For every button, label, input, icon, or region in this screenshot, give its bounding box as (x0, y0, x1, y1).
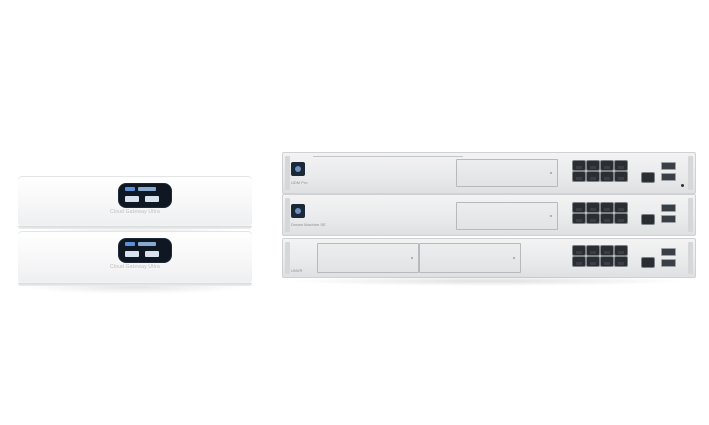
ethernet-port-icon (587, 172, 599, 181)
ethernet-port-icon (601, 246, 613, 255)
rack-label: Dream Machine SE (291, 222, 326, 227)
gateway-label: Cloud Gateway Ultra (110, 264, 160, 270)
ethernet-port-icon (573, 172, 585, 181)
sfp-port-icon (661, 162, 676, 170)
ethernet-port-icon (601, 214, 613, 223)
ethernet-port-grid (573, 246, 627, 266)
ethernet-port-icon (573, 161, 585, 170)
ethernet-port-icon (615, 257, 627, 266)
ethernet-port-icon (615, 203, 627, 212)
ethernet-port-icon (587, 257, 599, 266)
ethernet-port-icon (615, 214, 627, 223)
ethernet-port-icon (642, 173, 654, 182)
ethernet-port-icon (601, 257, 613, 266)
ethernet-port-icon (642, 215, 654, 224)
drive-bay (456, 202, 558, 230)
ethernet-port-icon (587, 203, 599, 212)
rack-label: UNVR (291, 268, 303, 273)
ethernet-port-icon (601, 161, 613, 170)
sfp-port-icon (661, 215, 676, 223)
ethernet-port-icon (601, 172, 613, 181)
ethernet-port-icon (573, 214, 585, 223)
gateway-device-top: Cloud Gateway Ultra (18, 176, 252, 229)
drive-bay (317, 243, 419, 273)
ethernet-port-icon (615, 161, 627, 170)
drive-bay (419, 243, 521, 273)
ethernet-port-icon (601, 203, 613, 212)
rack-label: UDM Pro (291, 180, 308, 185)
ethernet-port-icon (573, 246, 585, 255)
sfp-port-icon (661, 259, 676, 267)
gateway-display (119, 239, 171, 262)
ethernet-port-icon (573, 203, 585, 212)
drive-bay (456, 159, 558, 187)
ethernet-port-grid (573, 203, 627, 223)
sfp-port-icon (661, 248, 676, 256)
rack-shadow (286, 276, 690, 286)
ethernet-port-icon (615, 246, 627, 255)
gateway-display (119, 184, 171, 207)
ubiquiti-logo-icon (291, 204, 305, 218)
sfp-port-icon (661, 173, 676, 181)
ethernet-port-icon (615, 172, 627, 181)
gateway-device-bottom: Cloud Gateway Ultra (18, 231, 252, 286)
rack-unit-3: UNVR (282, 238, 696, 278)
ethernet-port-grid (573, 161, 627, 181)
ethernet-port-icon (573, 257, 585, 266)
ethernet-port-icon (642, 258, 654, 267)
gateway-label: Cloud Gateway Ultra (110, 209, 160, 215)
ubiquiti-logo-icon (291, 162, 305, 176)
ethernet-port-icon (587, 161, 599, 170)
ethernet-port-icon (587, 214, 599, 223)
sfp-port-icon (661, 204, 676, 212)
rack-unit-1: UDM Pro (282, 152, 696, 194)
ethernet-port-icon (587, 246, 599, 255)
rack-unit-2: Dream Machine SE (282, 194, 696, 236)
